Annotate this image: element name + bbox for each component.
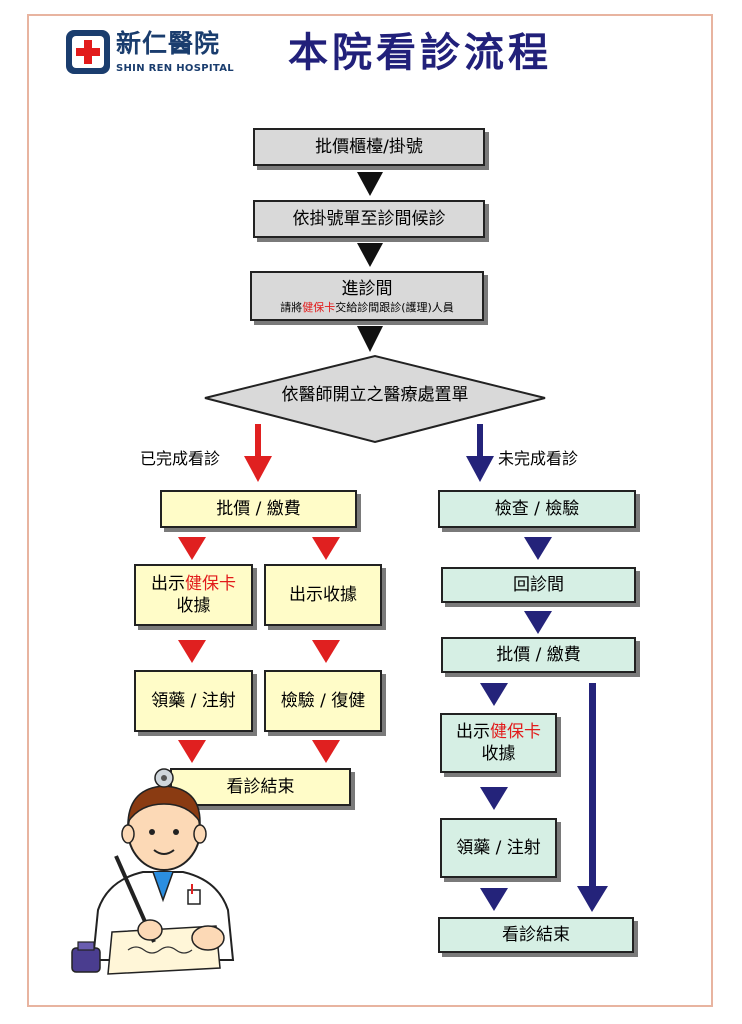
navy-long-arrow <box>577 683 608 912</box>
hospital-name: 新仁醫院 <box>116 29 221 58</box>
right-medicine: 領藥 / 注射 <box>440 818 557 878</box>
right-payment: 批價 / 繳費 <box>441 637 636 673</box>
left-payment: 批價 / 繳費 <box>160 490 357 528</box>
arrow-down-icon <box>178 537 206 560</box>
left-medicine: 領藥 / 注射 <box>134 670 253 732</box>
arrow-down-icon <box>312 640 340 663</box>
right-check: 檢查 / 檢驗 <box>438 490 636 528</box>
red-branch-arrow <box>244 424 272 482</box>
arrow-down-icon <box>524 611 552 634</box>
red-arrows <box>178 537 340 763</box>
arrow-down-icon <box>178 740 206 763</box>
left-end: 看診結束 <box>170 768 351 806</box>
page-title: 本院看診流程 <box>288 30 552 76</box>
step3-note: 請將健保卡交給診間跟診(護理)人員 <box>280 300 454 314</box>
arrow-down-icon <box>312 740 340 763</box>
step-counter-registration: 批價櫃檯/掛號 <box>253 128 485 166</box>
right-back-clinic: 回診間 <box>441 567 636 603</box>
arrow-down-icon <box>357 326 383 352</box>
page-border <box>27 14 713 1007</box>
completed-label: 已完成看診 <box>140 449 221 468</box>
black-arrows <box>357 172 383 352</box>
right-show-card: 出示健保卡 收據 <box>440 713 557 773</box>
doctor-illustration-icon <box>71 768 235 975</box>
right-end: 看診結束 <box>438 917 634 953</box>
hospital-name-en: SHIN REN HOSPITAL <box>116 63 234 74</box>
step-enter-clinic: 進診間 請將健保卡交給診間跟診(護理)人員 <box>250 271 484 321</box>
navy-arrows <box>480 537 552 911</box>
arrow-down-icon <box>312 537 340 560</box>
arrow-down-icon <box>357 172 383 196</box>
arrow-down-icon <box>480 787 508 810</box>
arrow-down-icon <box>178 640 206 663</box>
left-show-receipt: 出示收據 <box>264 564 382 626</box>
arrow-down-icon <box>357 243 383 267</box>
arrow-down-icon <box>480 888 508 911</box>
step-wait-clinic: 依掛號單至診間候診 <box>253 200 485 238</box>
decision-diamond <box>204 354 546 444</box>
navy-branch-arrow <box>466 424 494 482</box>
left-lab-rehab: 檢驗 / 復健 <box>264 670 382 732</box>
decision-text: 依醫師開立之醫療處置單 <box>281 385 469 405</box>
left-show-card: 出示健保卡 收據 <box>134 564 253 626</box>
arrow-down-icon <box>524 537 552 560</box>
arrow-down-icon <box>480 683 508 706</box>
hospital-logo-icon <box>66 30 110 74</box>
not-completed-label: 未完成看診 <box>498 449 579 468</box>
